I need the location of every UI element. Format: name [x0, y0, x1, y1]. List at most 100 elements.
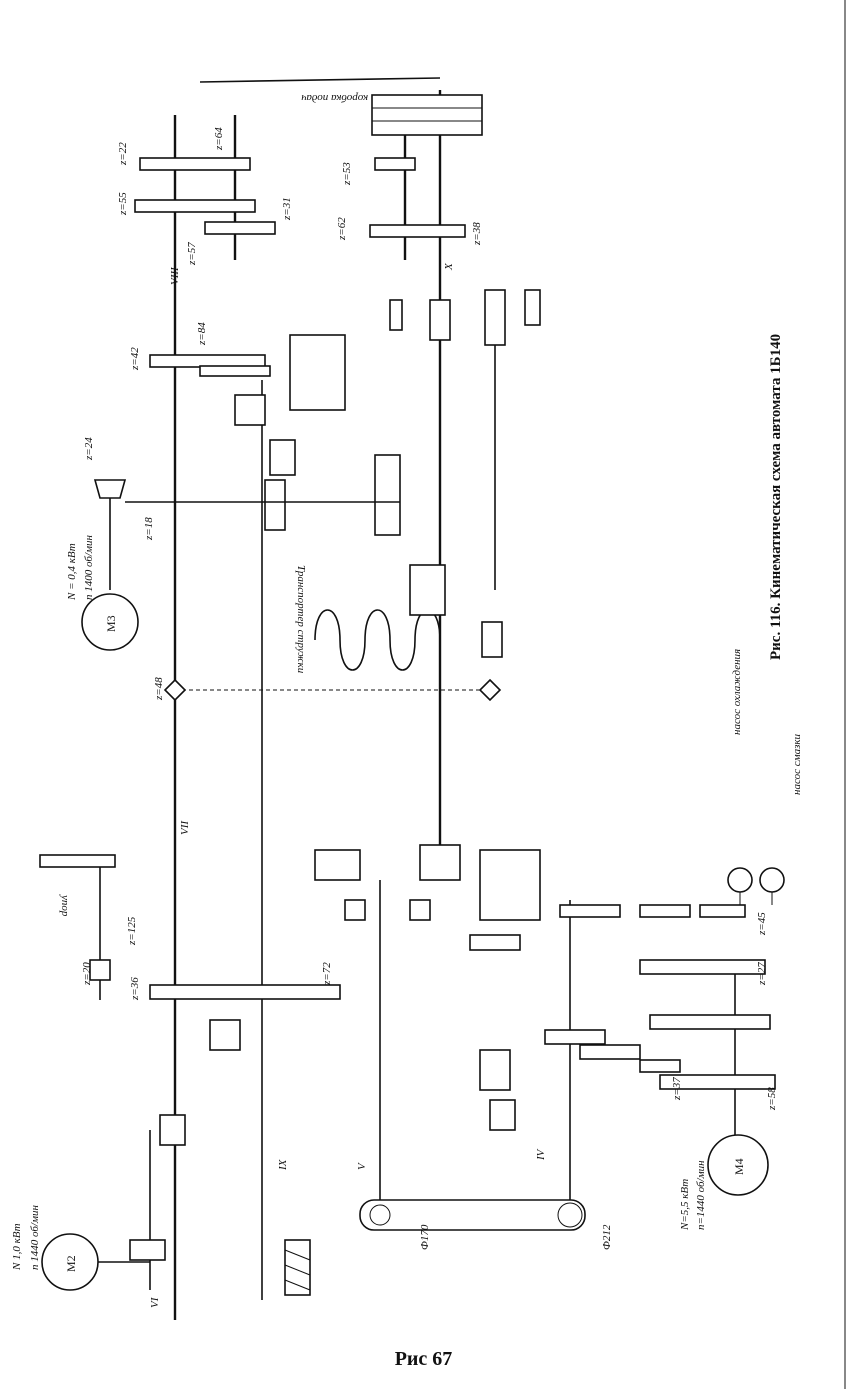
gear-z47b — [579, 1044, 641, 1060]
gear-z84 — [199, 365, 271, 377]
coupling-x — [429, 299, 451, 341]
gear-z36 — [149, 984, 341, 1000]
pulley-f170-label: Ф170 — [419, 1224, 431, 1250]
gear-29 — [524, 289, 541, 326]
gear-z18-group: z=18 — [143, 517, 155, 541]
gear-z48-group: z=48 — [153, 677, 165, 701]
m4-speed: n=1440 об/мин — [695, 1160, 707, 1230]
m3-power-group: N = 0,4 кВт — [66, 543, 78, 601]
chip-conveyor-label: Транспортер стружки — [295, 565, 307, 674]
m2-speed: n 1440 об/мин — [29, 1205, 41, 1270]
gear-z55 — [134, 199, 256, 213]
gear-z31-group: z=31 — [281, 197, 293, 221]
gear-unit-8 — [264, 479, 286, 531]
gear-z37-label: z=37 — [671, 1077, 683, 1101]
gear-z27-label: z=27 — [756, 962, 768, 986]
gear-z58-group: z=58 — [766, 1087, 778, 1111]
gear-z72-group: z=72 — [321, 962, 333, 986]
gear-z20-label: z=20 — [81, 962, 93, 986]
gear-z31-label: z=31 — [281, 197, 293, 221]
gear-z64-group: z=64 — [213, 127, 225, 151]
worm-box — [289, 334, 346, 411]
gear-z37-group: z=37 — [671, 1077, 683, 1101]
change-gears — [371, 94, 483, 136]
gear-z37 — [639, 1059, 681, 1073]
gear-z24-top-label: z=24 — [83, 437, 95, 461]
page-caption: Рис 67 — [394, 1348, 453, 1370]
unit-24 — [314, 849, 361, 881]
chip-conveyor-group: Транспортер стружки — [295, 565, 307, 674]
pulley-f212-group: Ф212 — [601, 1224, 613, 1250]
gear-z30 — [699, 904, 746, 918]
m4-power: N=5,5 кВт — [679, 1179, 691, 1231]
feed-box-label-group: коробка подач — [301, 92, 368, 104]
m3-speed-group: n 1400 об/мин — [83, 535, 95, 600]
gear-z58-label: z=58 — [766, 1087, 778, 1111]
pump-cooling — [727, 867, 753, 893]
gear-z64-label: z=64 — [213, 127, 225, 151]
sprocket-z12 — [478, 678, 502, 702]
shaft-vi-label: VI — [149, 1296, 161, 1308]
gear-k2 — [481, 621, 503, 658]
m3-power: N = 0,4 кВт — [66, 543, 78, 601]
feed-box-link — [199, 77, 441, 83]
chip-conveyor-spiral — [314, 609, 441, 671]
m2-speed-group: n 1440 об/мин — [29, 1205, 41, 1270]
unit-23 — [344, 899, 366, 921]
m2-power-group: N 1,0 кВт — [11, 1223, 23, 1271]
worm-thread — [284, 1249, 311, 1261]
bevel-z24 — [93, 479, 127, 499]
gear-z62-label: z=62 — [336, 217, 348, 241]
gear-z42-group: z=42 — [129, 347, 141, 371]
m2-name-group: М2 — [64, 1255, 78, 1272]
pulley-f170-group: Ф170 — [419, 1224, 431, 1250]
gear-z22-label: z=22 — [117, 142, 129, 166]
gear-z55-group: z=55 — [117, 192, 129, 216]
motor-m4 — [707, 1134, 769, 1196]
unit-10 — [419, 844, 461, 881]
gear-z47 — [544, 1029, 606, 1045]
shaft-iv-group: IV — [535, 1148, 547, 1161]
shaft-vii-label: VII — [179, 820, 191, 835]
gear-z45-group: z=45 — [756, 912, 768, 936]
gear-z62-group: z=62 — [336, 217, 348, 241]
gear-z58 — [659, 1074, 776, 1090]
unit-9 — [489, 1099, 516, 1131]
shaft-viii-label: VIII — [169, 266, 181, 285]
gear-z53 — [374, 157, 416, 171]
gear-z42b — [649, 1014, 771, 1030]
gear-z24b — [129, 1239, 166, 1261]
unit-28 — [409, 564, 446, 616]
gear-z36-group: z=36 — [129, 977, 141, 1001]
gear-z27-group: z=27 — [756, 962, 768, 986]
gear-stack — [479, 849, 541, 921]
pump-cooling-label: насос охлаждения — [731, 649, 743, 735]
m4-name: М4 — [732, 1158, 746, 1175]
stop-label: упор — [59, 894, 71, 917]
gear-z38-label: z=38 — [471, 222, 483, 246]
gear-z72-label: z=72 — [321, 962, 333, 986]
gear-z84-label: z=84 — [196, 322, 208, 346]
gear-z42-label: z=42 — [129, 347, 141, 371]
gear-z48-label: z=48 — [153, 677, 165, 701]
unit-22 — [409, 899, 431, 921]
figure-caption: Рис. 116. Кинематическая схема автомата … — [768, 334, 784, 660]
pulley-f170 — [369, 1204, 391, 1226]
gear-z24 — [559, 904, 621, 918]
sprocket-z48 — [163, 678, 187, 702]
shaft-v-label: V — [356, 1162, 368, 1170]
gear-z125-label: z=125 — [126, 916, 138, 946]
m2-name: М2 — [64, 1255, 78, 1272]
shaft-vii-group: VII — [179, 820, 191, 835]
gear-z125-group: z=125 — [126, 916, 138, 946]
worm-3 — [284, 1239, 311, 1296]
pump-lubrication-group: насос смазки — [791, 733, 803, 795]
shaft-viii-group: VIII — [169, 266, 181, 285]
gear-z62 — [369, 224, 466, 238]
gear-z24-top-group: z=24 — [83, 437, 95, 461]
belt-drive — [359, 1199, 586, 1231]
m3-name: М3 — [104, 615, 118, 632]
pulley-f212-label: Ф212 — [601, 1224, 613, 1250]
pump-lubrication-label: насос смазки — [791, 733, 803, 795]
gear-z20 — [89, 959, 111, 981]
